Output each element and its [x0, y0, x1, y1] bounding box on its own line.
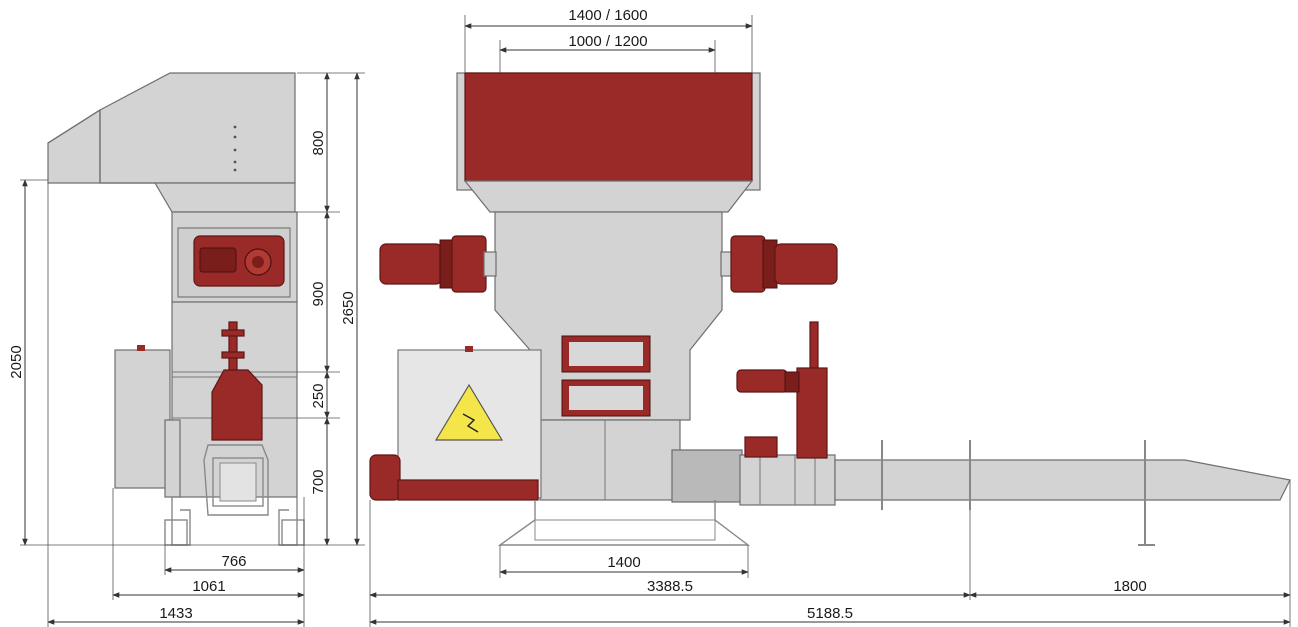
side-hopper [99, 72, 296, 184]
dim-top-inner: 1000 / 1200 [568, 33, 647, 50]
dim-side-width-inner: 766 [221, 553, 246, 570]
front-column [494, 211, 723, 421]
side-dimensions: 800 900 250 700 2650 2050 766 1061 1433 [8, 72, 365, 627]
side-outlet [203, 444, 269, 516]
screw-housing [671, 449, 743, 503]
dim-gap-height: 250 [310, 383, 327, 408]
dim-hopper-height: 800 [310, 130, 327, 155]
dim-outlet-height: 2050 [8, 345, 25, 378]
high-voltage-warning-icon [434, 383, 504, 441]
side-actuator [211, 369, 263, 441]
left-motor [379, 235, 497, 293]
dim-side-width-total: 1433 [159, 605, 192, 622]
dim-front-base-width: 1400 [607, 554, 640, 571]
front-view [369, 72, 1291, 546]
dim-base-height: 700 [310, 469, 327, 494]
dim-top-outer: 1400 / 1600 [568, 7, 647, 24]
dim-chamber-height: 900 [310, 281, 327, 306]
side-electrical-box [114, 349, 171, 489]
conveyor [834, 459, 1291, 501]
dim-total-length: 5188.5 [807, 605, 853, 622]
dim-total-height: 2650 [340, 291, 357, 324]
dim-side-width-mid: 1061 [192, 578, 225, 595]
front-actuator [796, 367, 828, 459]
dim-conveyor-length: 1800 [1113, 578, 1146, 595]
right-motor [720, 235, 838, 293]
dim-front-main-length: 3388.5 [647, 578, 693, 595]
side-chute [47, 108, 101, 184]
side-view [47, 72, 305, 546]
front-hopper [464, 72, 753, 182]
front-dimensions: 1400 / 1600 1000 / 1200 1400 3388.5 1800… [369, 7, 1291, 627]
